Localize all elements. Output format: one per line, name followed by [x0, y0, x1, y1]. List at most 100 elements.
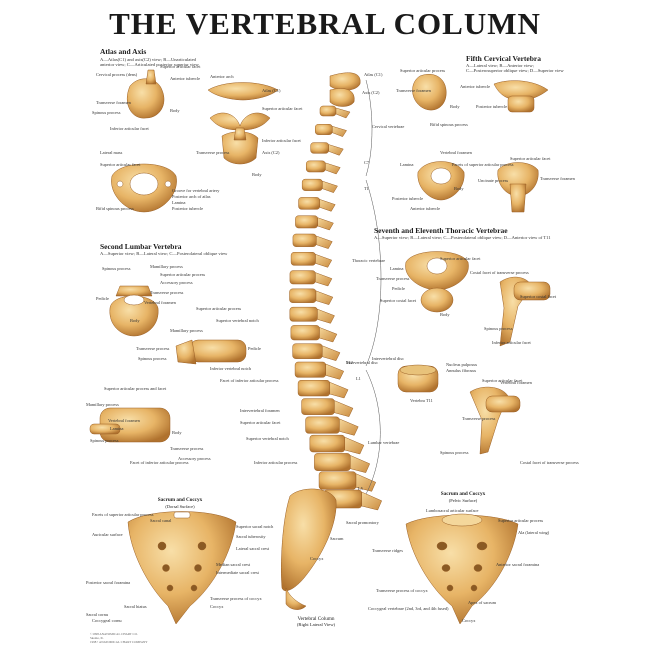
lumbar-figures	[89, 285, 247, 443]
anatomy-label: Body	[454, 186, 464, 191]
anatomy-label: Costal facet of transverse process	[520, 460, 579, 465]
vertebra-body	[301, 178, 323, 191]
vertebra-body	[298, 197, 321, 210]
anatomy-label: Pedicle	[392, 286, 405, 291]
anatomy-label: Sacral promontory	[346, 520, 379, 525]
anatomy-label: Mamillary process	[170, 328, 203, 333]
sacrum-dorsal-figure	[127, 511, 237, 625]
anatomy-label: Sacral hiatus	[124, 604, 147, 609]
sacrum-pelvic-heading: Sacrum and Coccyx	[440, 491, 486, 497]
anatomy-label: Transverse process of coccyx	[210, 596, 262, 601]
vertebra-process	[315, 253, 333, 268]
fifth-cervical-subtitle-1: A—Lateral view; B—Anterior view;	[466, 63, 534, 68]
vertebra-body	[315, 124, 333, 135]
vertebra-body	[297, 380, 331, 397]
anatomy-label: Sacral cornu	[86, 612, 109, 617]
vertebra-body	[292, 343, 323, 359]
anatomy-label: Anterior tubercle	[170, 76, 201, 81]
anatomy-label: Groove for vertebral artery	[172, 188, 220, 193]
vertebra-process	[315, 272, 333, 287]
column-caption: Vertebral Column	[297, 616, 335, 622]
vertebra-body	[301, 398, 335, 415]
anatomy-label: Auricular surface	[92, 532, 123, 537]
anatomy-label: Lumbar vertebrae	[368, 440, 400, 445]
vertebra-body	[290, 325, 320, 341]
column-caption-sub: (Right Lateral View)	[296, 622, 336, 627]
anatomy-label: Vertebral foramen	[440, 150, 472, 155]
anatomy-label: Sacrum	[330, 536, 344, 541]
vertebra-body	[290, 252, 316, 266]
anatomy-label: Superior costal facet	[520, 294, 557, 299]
anatomy-label: Costal facet of transverse process	[470, 270, 529, 275]
anatomy-label: Lamina	[390, 266, 404, 271]
vertebra-process	[339, 418, 359, 436]
vertebra-body	[305, 416, 340, 434]
anatomy-label: T1	[364, 186, 369, 191]
region-brackets	[365, 79, 382, 495]
anatomy-label: Posterior tubercle	[172, 206, 204, 211]
anatomy-label: L1	[356, 376, 361, 381]
anatomy-label: Transverse process	[376, 276, 410, 281]
anatomy-label: L5	[358, 486, 363, 491]
anatomy-label: Superior vertebral notch	[246, 436, 289, 441]
anatomy-label: Spinous process	[138, 356, 167, 361]
copyright-3: 1998 • ANATOMICAL CHART COMPANY	[90, 640, 148, 644]
anatomy-label: C7	[364, 160, 370, 165]
anatomy-label: Inferior articular facet	[110, 126, 149, 131]
anatomy-label: Superior articular process and facet	[104, 386, 167, 391]
anatomy-label: Facet of inferior articular process	[130, 460, 189, 465]
anatomy-label: Superior costal facet	[380, 298, 417, 303]
anatomy-label: Intervertebral foramen	[240, 408, 280, 413]
vertebra-process	[344, 436, 365, 455]
anatomy-label: Bifid spinous process	[430, 122, 468, 127]
anatomy-label: Anterior arch	[210, 74, 234, 79]
vertebra-body	[309, 434, 345, 453]
anatomy-label: Superior articular process	[160, 272, 206, 277]
anatomy-label: Intermediate sacral crest	[216, 570, 259, 575]
atlas-axis-subtitle-2: anterior view; C—Articulated posterior s…	[100, 62, 199, 67]
anatomy-label: Superior articular facet	[262, 106, 303, 111]
anatomy-label: Inferior vertebral notch	[210, 366, 251, 371]
vertebral-column-figure	[281, 72, 383, 610]
anatomy-label: Intervertebral disc	[346, 360, 379, 365]
anatomy-label: Coccygeal vertebrae (2nd, 3rd, and 4th f…	[368, 606, 449, 611]
atlas-axis-heading: Atlas and Axis	[100, 47, 147, 56]
anatomy-label: Lamina	[400, 162, 414, 167]
vertebra-body	[289, 306, 318, 322]
anatomy-label: Inferior articular facet	[262, 138, 301, 143]
vertebra-body	[319, 105, 337, 117]
lumbar-subtitle: A—Superior view; B—Lateral view; C—Poste…	[100, 251, 228, 256]
copyright-2: Skokie, IL	[90, 636, 104, 640]
anatomy-label: Transverse process	[462, 416, 496, 421]
vertebra-process	[350, 455, 371, 473]
vertebra-process	[319, 327, 338, 343]
anatomy-label: Superior articular facet	[440, 256, 481, 261]
anatomy-label: Bifid spinous process	[96, 206, 134, 211]
anatomy-label: Anterior sacral foramina	[496, 562, 540, 567]
vertebra-body	[292, 233, 317, 247]
anatomy-label: Anterior tubercle	[410, 206, 441, 211]
fifth-cervical-figures	[412, 74, 549, 213]
vertebra-process	[317, 217, 334, 231]
anatomy-label: Coccyx	[310, 556, 324, 561]
vertebra-process	[355, 473, 377, 492]
anatomy-label: Cervical process (dens)	[96, 72, 138, 77]
anatomy-label: Inferior articular facet	[492, 340, 531, 345]
vertebra-process	[325, 162, 341, 175]
anatomy-label: Superior articular facet	[240, 420, 281, 425]
anatomy-label: Posterior tubercle	[392, 196, 424, 201]
anatomy-label: Transverse process	[170, 446, 204, 451]
anatomy-label: Vertebral foramen	[500, 380, 532, 385]
fifth-cervical-heading: Fifth Cervical Vertebra	[466, 54, 541, 63]
vertebra-process	[322, 345, 341, 361]
anatomy-label: Sacral tuberosity	[236, 534, 266, 539]
vertebra-process	[315, 290, 334, 305]
anatomy-label: Anterior tubercle	[460, 84, 491, 89]
thoracic-subtitle: A—Superior view; B—Lateral view; C—Poste…	[374, 235, 551, 240]
anatomy-label: Body	[130, 318, 140, 323]
anatomy-label: Coccygeal cornu	[92, 618, 122, 623]
anatomy-label: Pedicle	[96, 296, 109, 301]
anatomy-label: Lateral mass	[100, 150, 123, 155]
anatomy-label: Coccyx	[210, 604, 224, 609]
